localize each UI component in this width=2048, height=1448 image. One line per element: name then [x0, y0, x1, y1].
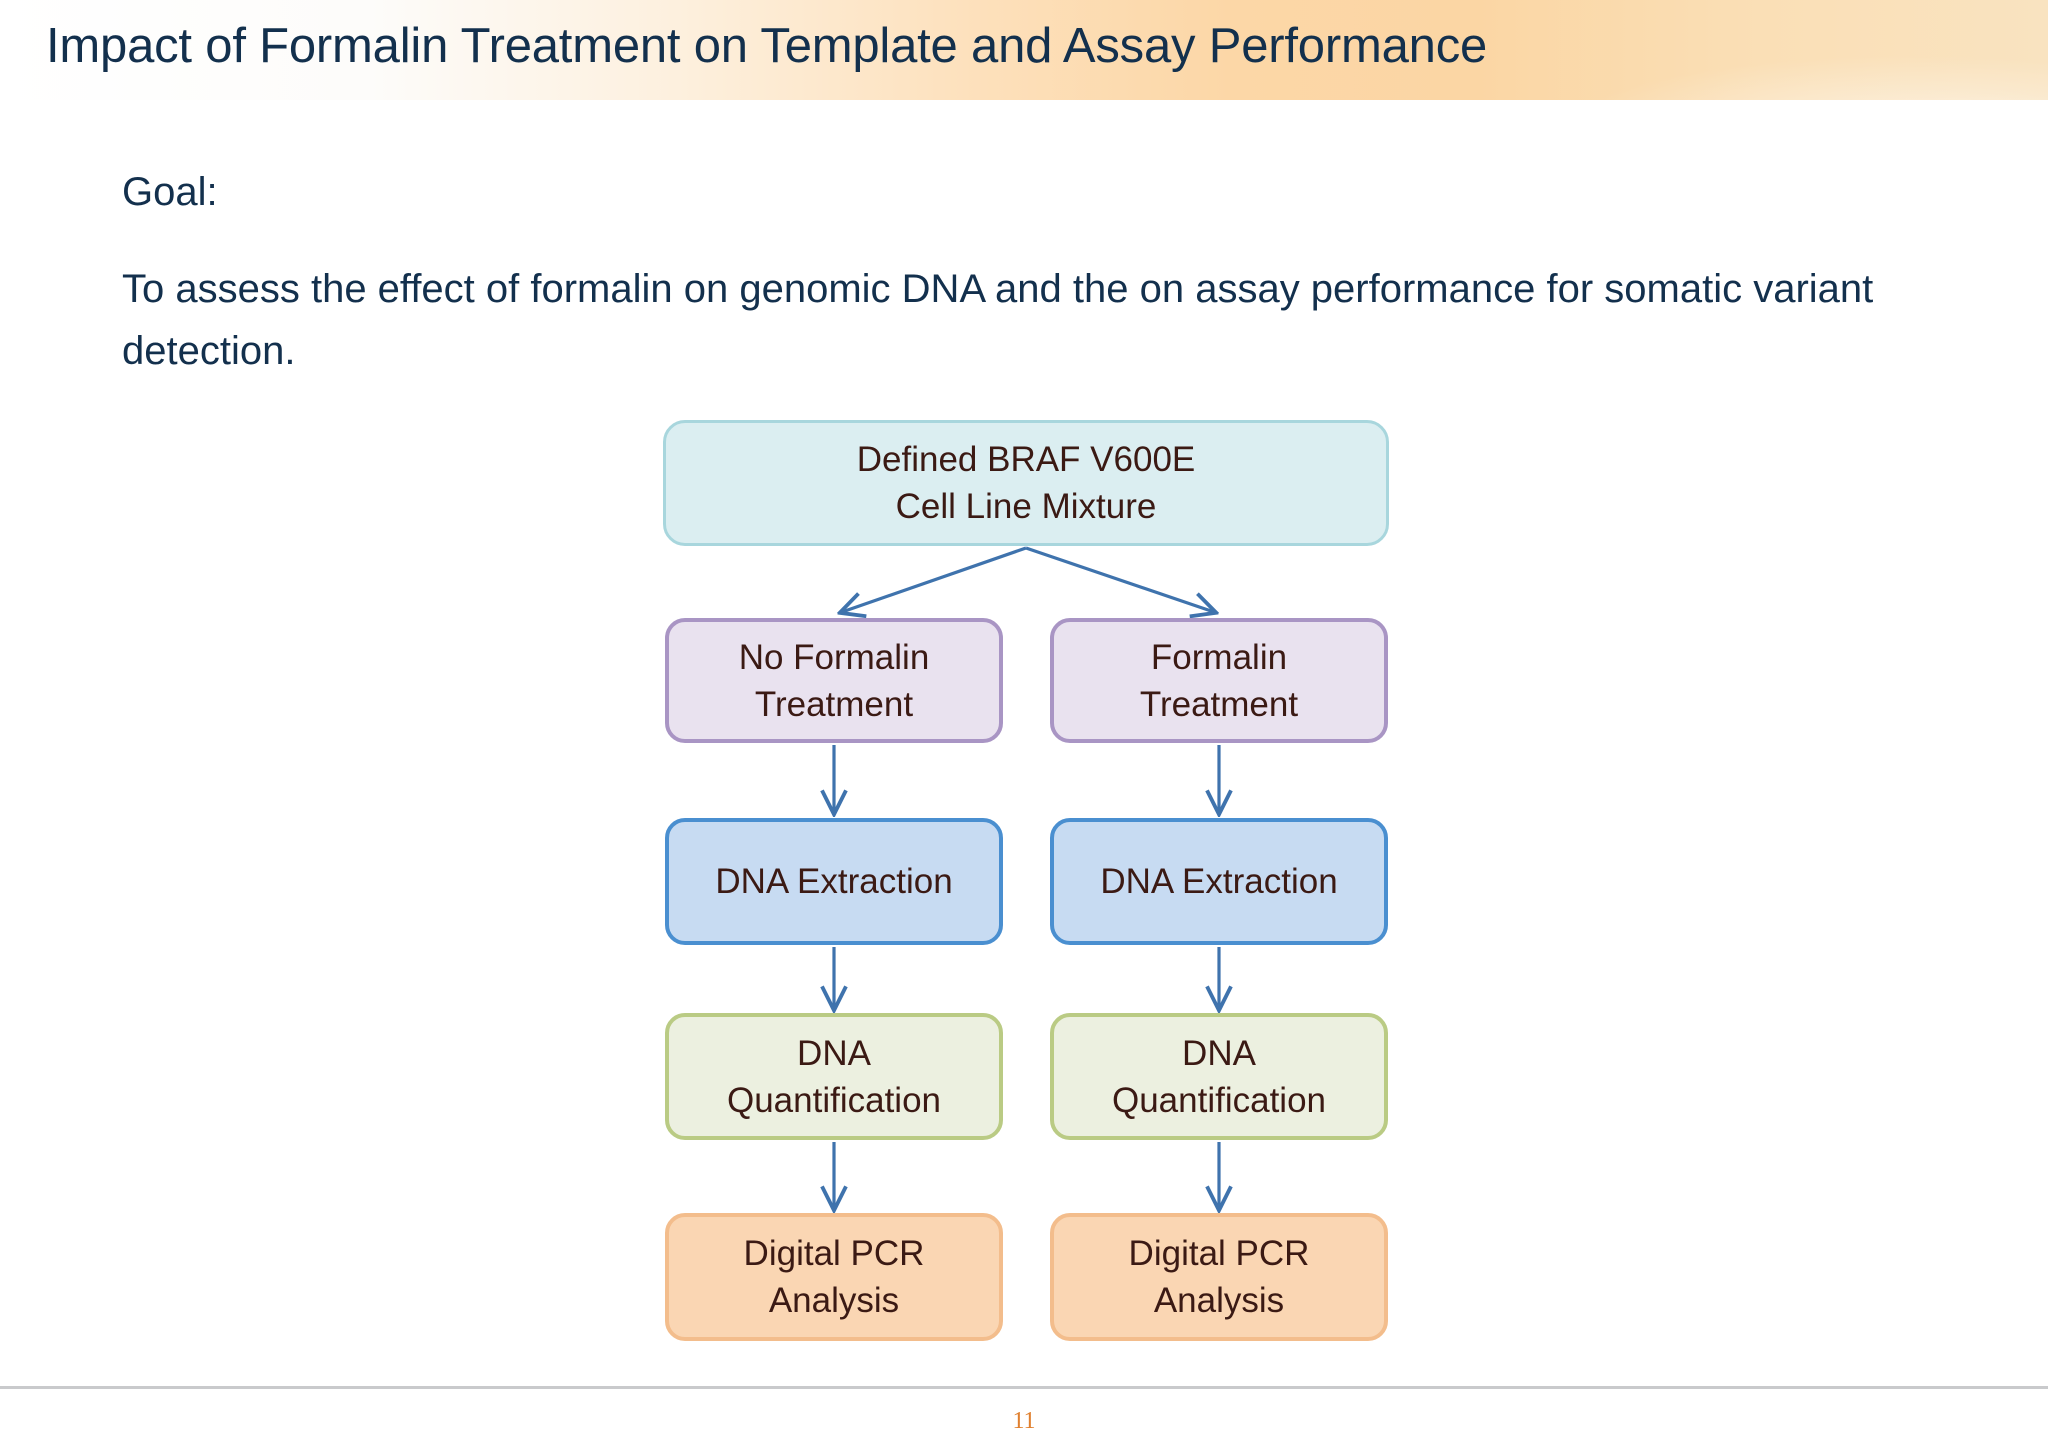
flow-node-extraction-formalin-label: DNA Extraction — [1100, 862, 1338, 901]
flow-node-treatment-no-formalin: No Formalin Treatment — [665, 618, 1003, 743]
flow-node-quantification-no-formalin-line2: Quantification — [726, 1080, 942, 1120]
flow-node-pcr-no-formalin-line1: Digital PCR — [743, 1234, 925, 1273]
flow-node-pcr-formalin: Digital PCR Analysis — [1050, 1213, 1388, 1341]
flow-node-treatment-formalin: Formalin Treatment — [1050, 618, 1388, 743]
page-title: Impact of Formalin Treatment on Template… — [46, 19, 1488, 73]
flow-node-extraction-no-formalin-label: DNA Extraction — [715, 862, 953, 901]
page-number: 11 — [1012, 1408, 1036, 1434]
flow-node-pcr-formalin-line2: Analysis — [1153, 1281, 1285, 1320]
flow-node-treatment-no-formalin-line2: Treatment — [754, 684, 914, 724]
flow-node-treatment-formalin-line2: Treatment — [1139, 684, 1299, 724]
footer-divider — [0, 1386, 2048, 1389]
flow-node-extraction-no-formalin: DNA Extraction — [665, 818, 1003, 945]
flow-node-quantification-formalin-line2: Quantification — [1111, 1080, 1327, 1120]
flow-node-quantification-no-formalin-line1: DNA — [797, 1033, 871, 1073]
flow-node-source: Defined BRAF V600E Cell Line Mixture — [663, 420, 1389, 546]
flow-node-pcr-no-formalin-line2: Analysis — [768, 1281, 900, 1320]
flow-node-pcr-no-formalin: Digital PCR Analysis — [665, 1213, 1003, 1341]
flow-node-pcr-formalin-line1: Digital PCR — [1128, 1234, 1310, 1273]
flow-node-source-line2: Cell Line Mixture — [895, 487, 1157, 526]
goal-description: To assess the effect of formalin on geno… — [122, 267, 1874, 373]
flow-node-quantification-formalin: DNA Quantification — [1050, 1013, 1388, 1140]
flow-node-quantification-no-formalin: DNA Quantification — [665, 1013, 1003, 1140]
flow-node-extraction-formalin: DNA Extraction — [1050, 818, 1388, 945]
flow-node-quantification-formalin-line1: DNA — [1182, 1033, 1256, 1073]
flow-node-treatment-formalin-line1: Formalin — [1150, 637, 1288, 677]
header-band — [0, 0, 2048, 100]
flow-node-source-line1: Defined BRAF V600E — [856, 440, 1196, 479]
goal-label: Goal: — [122, 170, 218, 214]
flow-node-treatment-no-formalin-line1: No Formalin — [738, 637, 930, 677]
